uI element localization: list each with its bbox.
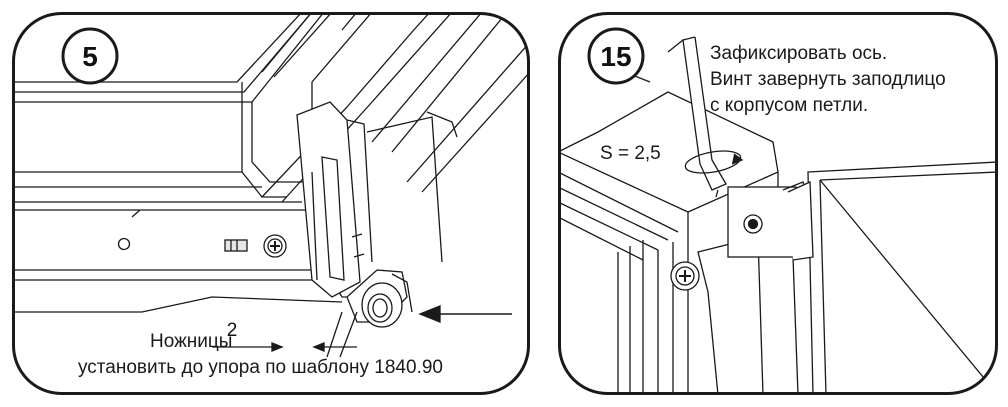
step-15-illustration: 15 [558, 12, 998, 395]
hinge-barrel [346, 269, 413, 328]
hex-key-icon [667, 36, 727, 198]
instruction-line-2: Винт завернуть заподлицо [710, 69, 946, 90]
dimension-label: 2 [227, 320, 238, 341]
instruction-line-3: с корпусом петли. [710, 95, 869, 116]
sash-block [787, 161, 997, 394]
rotation-arrow-icon [684, 150, 744, 174]
step-15-panel: 15 S = 2,5 Зафиксировать ось. Винт завер… [558, 12, 998, 395]
scissor-arm [296, 101, 458, 298]
hinge-body [670, 181, 814, 394]
template-instruction: установить до упора по шаблону 1840.90 [78, 357, 443, 378]
dimension-marker [212, 342, 357, 352]
scissors-label: Ножницы [150, 331, 233, 352]
step-badge: 15 [587, 27, 645, 85]
step-number: 5 [82, 41, 98, 72]
step-5-panel: 5 2 Ножницы установить до упора по шабло… [12, 12, 530, 395]
push-arrow-icon [418, 305, 512, 323]
step-number: 15 [600, 41, 631, 72]
step-badge: 5 [61, 27, 119, 85]
instruction-line-1: Зафиксировать ось. [710, 43, 888, 64]
wrench-size-label: S = 2,5 [600, 143, 661, 164]
step-5-illustration: 5 2 [12, 12, 530, 395]
screw-icon [263, 234, 287, 258]
sash-profile [13, 209, 372, 313]
